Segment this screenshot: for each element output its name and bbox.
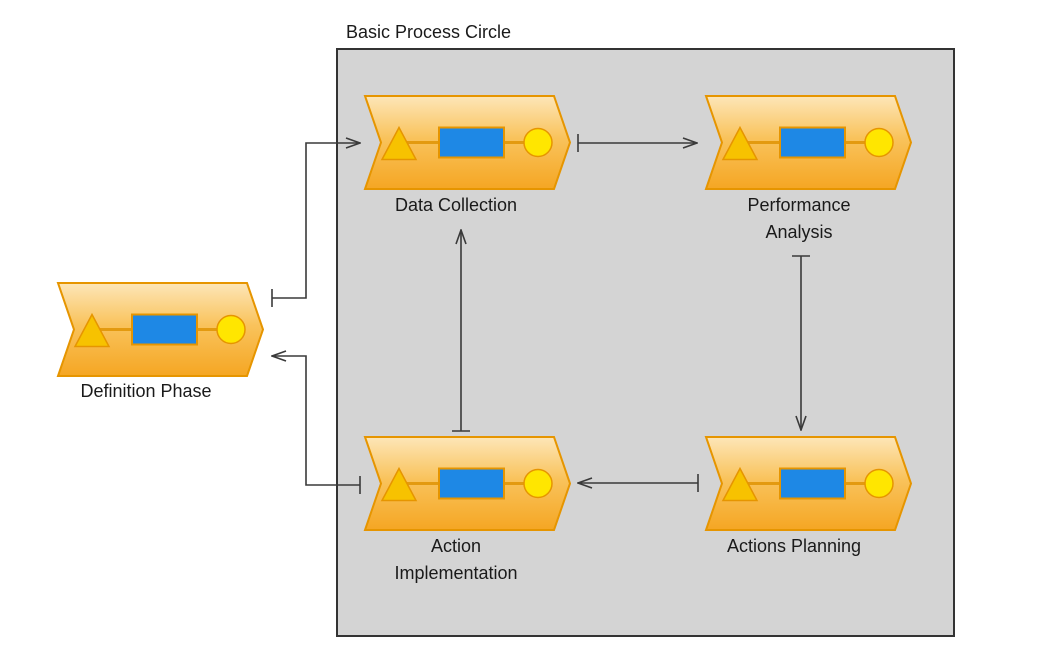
node-label: Implementation [394, 563, 517, 583]
circle-icon [864, 468, 894, 499]
rectangle-icon [779, 467, 846, 500]
node-data-collection[interactable]: Data Collection [363, 95, 572, 215]
triangle-icon [721, 466, 759, 502]
circle-icon [523, 127, 553, 158]
connectors [272, 134, 810, 494]
triangle-icon [380, 466, 418, 502]
node-label: Analysis [765, 222, 832, 242]
nodes: Definition Phase Data Collection Performan… [56, 95, 913, 583]
rectangle-icon [779, 126, 846, 159]
circle-icon [864, 127, 894, 158]
circle-icon [523, 468, 553, 499]
rectangle-icon [438, 126, 505, 159]
circle-icon [216, 314, 246, 345]
node-actions-planning[interactable]: Actions Planning [704, 436, 913, 556]
edge-definition-to-data-collection [272, 143, 360, 299]
rectangle-icon [438, 467, 505, 500]
edge-action-implementation-to-definition-phase [272, 356, 360, 486]
triangle-icon [380, 125, 418, 161]
node-label: Action [431, 536, 481, 556]
node-label: Performance [747, 195, 850, 215]
node-label: Actions Planning [727, 536, 861, 556]
triangle-icon [721, 125, 759, 161]
node-definition-phase[interactable]: Definition Phase [56, 282, 265, 401]
triangle-icon [73, 312, 111, 348]
node-label: Data Collection [395, 195, 517, 215]
frame-title: Basic Process Circle [346, 22, 511, 42]
node-label: Definition Phase [80, 381, 211, 401]
rectangle-icon [131, 313, 198, 346]
